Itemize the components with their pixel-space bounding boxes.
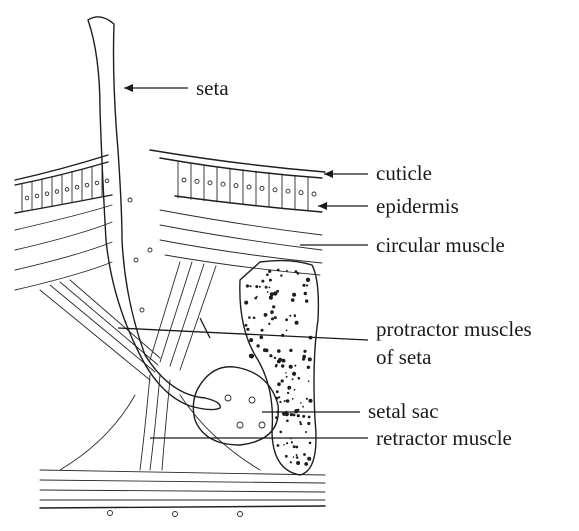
label-protractor-line2: of seta [376,345,432,369]
label-protractor-line1: protractor muscles [376,317,532,341]
label-retractor-muscle: retractor muscle [376,426,512,450]
leader-lines [118,84,368,438]
label-cuticle: cuticle [376,161,432,185]
label-circular-muscle: circular muscle [376,233,505,257]
protractor-muscles [40,262,216,380]
longitudinal-muscle [40,470,325,517]
label-seta: seta [196,76,229,100]
body-wall-left [15,155,112,213]
labels: seta cuticle epidermis circular muscle p… [196,76,532,450]
label-setal-sac: setal sac [368,399,439,423]
circular-muscle-bands [15,205,322,290]
gland-stipple [244,269,312,466]
label-epidermis: epidermis [376,194,459,218]
body-wall-right [150,150,325,212]
epidermis-cells-left [22,165,109,212]
retractor-muscle-fibres [60,375,260,470]
